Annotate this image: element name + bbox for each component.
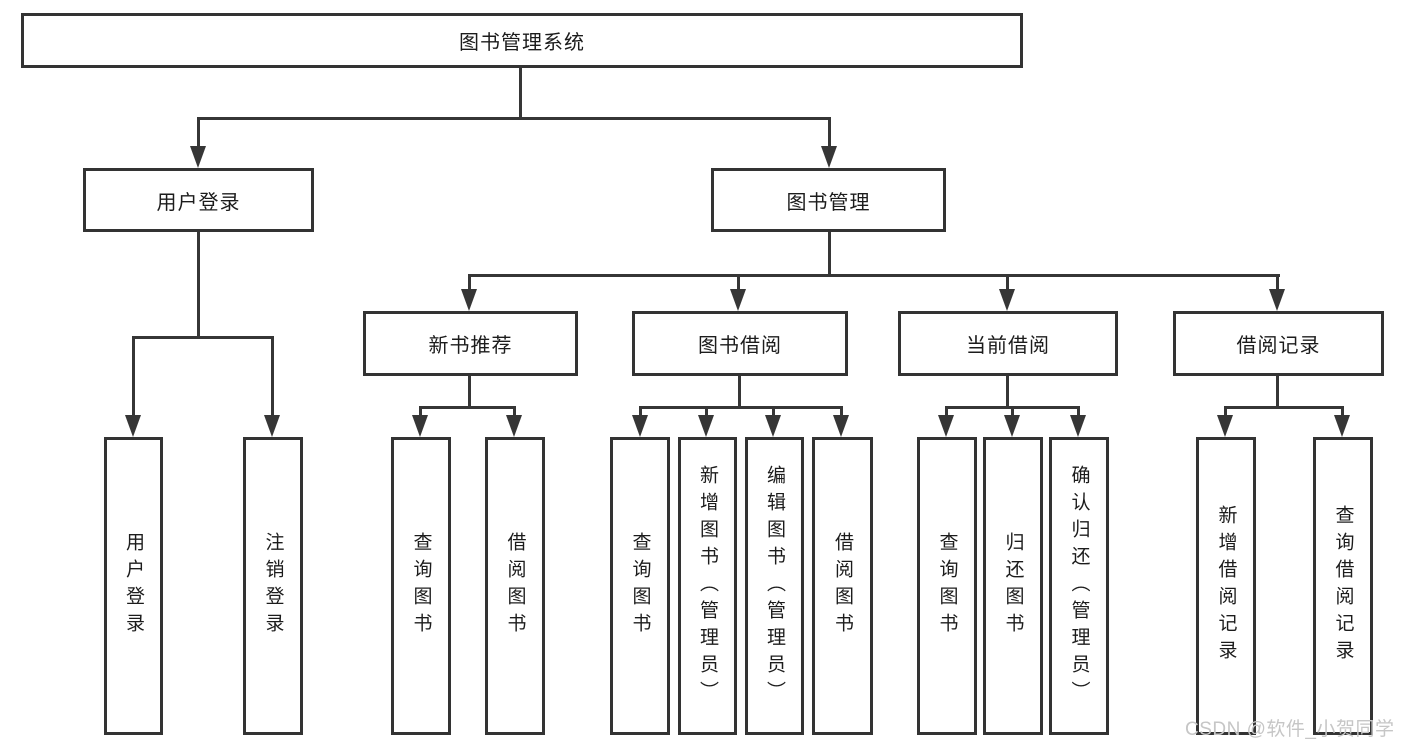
connector-book-borrow-splitter: [639, 406, 843, 409]
arrow-to-leaf-query-record-icon: [1334, 415, 1350, 437]
node-book-management-label: 图书管理: [786, 191, 871, 214]
connector-borrow-records-stem: [1276, 376, 1279, 406]
connector-to-leaf-add-record: [1224, 406, 1227, 416]
arrow-to-leaf-borrow-recommend-icon: [506, 415, 522, 437]
node-current-borrow: 当前借阅: [898, 311, 1118, 376]
leaf-borrow-book-recommend-label: 借阅图书: [504, 532, 526, 640]
arrow-to-leaf-add-book-icon: [698, 415, 714, 437]
node-book-management: 图书管理: [711, 168, 946, 232]
leaf-query-book-recommend: 查询图书: [391, 437, 451, 735]
connector-root-stem: [519, 68, 522, 117]
node-user-login: 用户登录: [83, 168, 314, 232]
node-root: 图书管理系统: [21, 13, 1023, 68]
connector-to-current-borrow: [1006, 274, 1009, 291]
leaf-add-borrow-record: 新增借阅记录: [1196, 437, 1256, 735]
connector-user-login-splitter: [132, 336, 274, 339]
node-new-book-recommend-label: 新书推荐: [428, 335, 513, 357]
connector-to-user-login: [197, 117, 200, 147]
node-current-borrow-label: 当前借阅: [966, 335, 1050, 357]
arrow-to-current-borrow-icon: [999, 289, 1015, 311]
connector-to-leaf-confirm-return: [1077, 406, 1080, 416]
connector-book-management-stem: [828, 232, 831, 274]
leaf-borrow-book-label: 借阅图书: [832, 532, 853, 640]
node-new-book-recommend: 新书推荐: [363, 311, 578, 376]
connector-current-borrow-stem: [1006, 376, 1009, 406]
connector-borrow-records-splitter: [1224, 406, 1344, 409]
leaf-borrow-book: 借阅图书: [812, 437, 873, 735]
leaf-add-book-admin-label: 新增图书（管理员）: [697, 464, 718, 708]
arrow-to-leaf-edit-book-icon: [765, 415, 781, 437]
leaf-user-login-label: 用户登录: [123, 532, 144, 640]
connector-to-book-borrow: [737, 274, 740, 291]
connector-to-leaf-return-book: [1011, 406, 1014, 416]
connector-to-leaf-query-borrow: [639, 406, 642, 416]
leaf-edit-book-admin: 编辑图书（管理员）: [745, 437, 804, 735]
node-root-label: 图书管理系统: [459, 32, 585, 54]
arrow-to-leaf-return-book-icon: [1004, 415, 1020, 437]
arrow-to-leaf-query-recommend-icon: [412, 415, 428, 437]
leaf-query-borrow-record-label: 查询借阅记录: [1332, 505, 1354, 667]
leaf-borrow-book-recommend: 借阅图书: [485, 437, 545, 735]
arrow-to-leaf-logout-icon: [264, 415, 280, 437]
arrow-to-new-book-recommend-icon: [461, 289, 477, 311]
node-book-borrow-label: 图书借阅: [698, 335, 782, 357]
leaf-return-book-label: 归还图书: [1002, 532, 1024, 640]
leaf-query-book-borrow-label: 查询图书: [629, 532, 651, 640]
connector-to-leaf-query-recommend: [419, 406, 422, 416]
connector-to-leaf-borrow-recommend: [513, 406, 516, 416]
connector-new-book-recommend-stem: [468, 376, 471, 406]
connector-to-leaf-logout: [271, 336, 274, 416]
leaf-add-book-admin: 新增图书（管理员）: [678, 437, 737, 735]
arrow-to-leaf-confirm-return-icon: [1070, 415, 1086, 437]
leaf-edit-book-admin-label: 编辑图书（管理员）: [764, 464, 785, 708]
connector-to-leaf-user-login: [132, 336, 135, 416]
connector-to-leaf-edit-book: [772, 406, 775, 416]
connector-to-leaf-borrow-book: [840, 406, 843, 416]
connector-root-splitter: [197, 117, 831, 120]
connector-to-leaf-query-record: [1341, 406, 1344, 416]
csdn-watermark: CSDN @软件_小贺同学: [1185, 719, 1395, 740]
connector-user-login-stem: [197, 232, 200, 336]
arrow-to-leaf-query-borrow-icon: [632, 415, 648, 437]
leaf-query-book-current-label: 查询图书: [936, 532, 958, 640]
connector-to-leaf-query-current: [945, 406, 948, 416]
leaf-logout-login-label: 注销登录: [262, 532, 284, 640]
arrow-to-book-borrow-icon: [730, 289, 746, 311]
arrow-to-leaf-query-current-icon: [938, 415, 954, 437]
leaf-query-book-current: 查询图书: [917, 437, 977, 735]
arrow-to-book-management-icon: [821, 146, 837, 168]
leaf-confirm-return-admin: 确认归还（管理员）: [1049, 437, 1109, 735]
arrow-to-leaf-borrow-book-icon: [833, 415, 849, 437]
connector-to-leaf-add-book: [705, 406, 708, 416]
connector-to-new-book-recommend: [468, 274, 471, 291]
leaf-query-book-borrow: 查询图书: [610, 437, 670, 735]
arrow-to-borrow-records-icon: [1269, 289, 1285, 311]
arrow-to-user-login-icon: [190, 146, 206, 168]
arrow-to-leaf-add-record-icon: [1217, 415, 1233, 437]
node-user-login-label: 用户登录: [156, 191, 241, 214]
node-book-borrow: 图书借阅: [632, 311, 848, 376]
leaf-query-borrow-record: 查询借阅记录: [1313, 437, 1373, 735]
node-borrow-records: 借阅记录: [1173, 311, 1384, 376]
leaf-user-login: 用户登录: [104, 437, 163, 735]
leaf-confirm-return-admin-label: 确认归还（管理员）: [1068, 464, 1090, 708]
leaf-query-book-recommend-label: 查询图书: [410, 532, 432, 640]
connector-new-book-recommend-splitter: [419, 406, 516, 409]
connector-book-management-splitter: [468, 274, 1280, 277]
arrow-to-leaf-user-login-icon: [125, 415, 141, 437]
leaf-return-book: 归还图书: [983, 437, 1043, 735]
node-borrow-records-label: 借阅记录: [1236, 335, 1321, 357]
leaf-add-borrow-record-label: 新增借阅记录: [1215, 505, 1237, 667]
connector-to-borrow-records: [1276, 274, 1279, 291]
leaf-logout-login: 注销登录: [243, 437, 303, 735]
connector-book-borrow-stem: [738, 376, 741, 406]
connector-to-book-management: [828, 117, 831, 147]
